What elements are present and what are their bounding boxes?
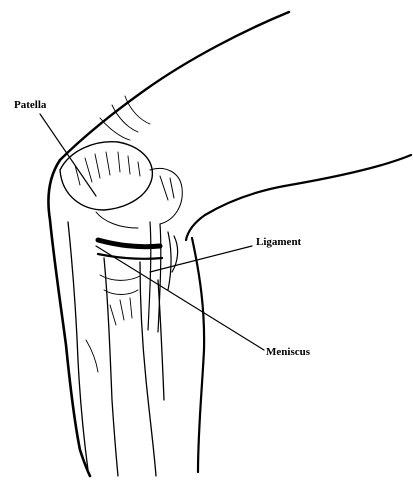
patella-label: Patella <box>14 100 46 111</box>
ligament-label: Ligament <box>256 237 301 248</box>
patella-leader-line <box>40 114 96 196</box>
meniscus-band-lower <box>98 254 162 259</box>
tibia-shading <box>86 275 140 372</box>
tibia-outline <box>68 222 164 476</box>
meniscus-leader-line <box>96 246 264 350</box>
calf-outline <box>192 238 204 472</box>
thigh-outline <box>60 12 289 160</box>
ligament-leader-line <box>150 246 252 272</box>
back-thigh-outline <box>186 155 411 240</box>
patella-shading <box>75 96 150 185</box>
meniscus-label: Meniscus <box>266 347 310 358</box>
ligament-strands <box>148 222 178 332</box>
